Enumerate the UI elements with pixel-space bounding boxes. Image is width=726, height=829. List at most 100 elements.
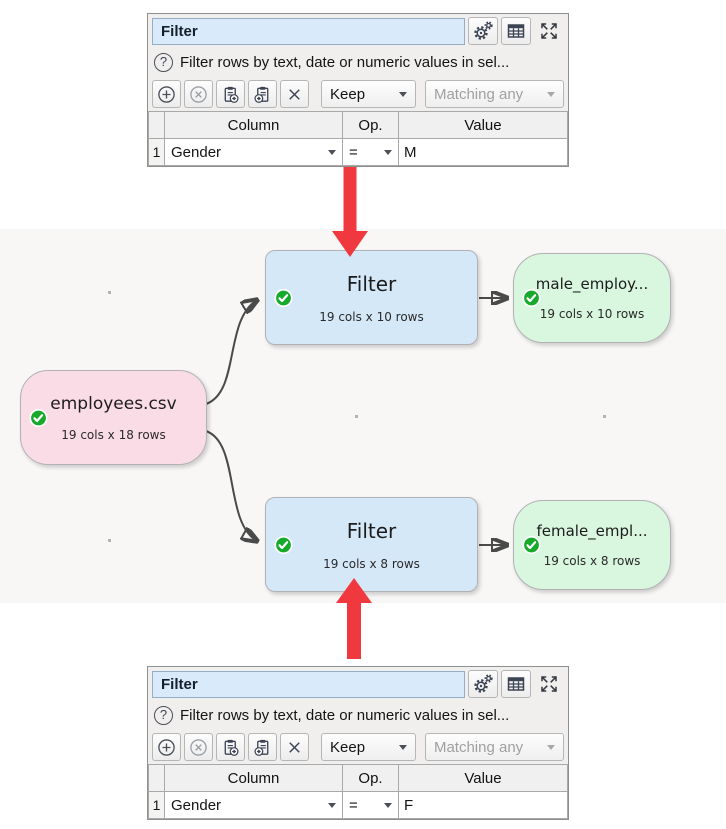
value-input[interactable]: F [399,792,568,819]
filter-panel-top: Filter [147,13,569,167]
matching-mode-select[interactable]: Matching any [424,80,564,108]
expand-arrows-icon [541,676,557,692]
row-number[interactable]: 1 [149,139,165,166]
node-output-female-employees[interactable]: female_empl... 19 cols x 8 rows [513,500,671,590]
caret-down-icon [547,91,555,97]
help-icon[interactable]: ? [154,53,173,72]
node-title: Filter [346,271,397,296]
caret-down-icon [384,149,392,155]
table-view-button[interactable] [501,670,531,698]
expand-button[interactable] [534,17,564,45]
keep-remove-value: Keep [330,85,366,103]
clipboard-copy-icon [224,739,239,756]
panel-titlebar: Filter [148,14,568,48]
clear-criteria-button[interactable] [280,733,309,761]
success-check-icon [522,288,541,308]
clear-criteria-button[interactable] [280,80,309,108]
op-header: Op. [343,765,399,792]
success-check-icon [274,288,293,307]
annotation-arrow-up-icon [336,578,372,659]
keep-remove-select[interactable]: Keep [321,80,416,108]
gears-icon [474,674,493,693]
paste-criteria-button[interactable] [248,733,277,761]
transform-description: Filter rows by text, date or numeric val… [180,707,510,724]
transform-name-field[interactable]: Filter [152,670,465,698]
op-select[interactable]: = [343,139,399,166]
matching-mode-select[interactable]: Matching any [424,733,564,761]
caret-down-icon [328,802,336,808]
success-check-icon [274,535,293,554]
grid-dot [108,291,111,294]
node-title: employees.csv [50,393,177,414]
row-number-header [149,765,165,792]
x-icon [289,88,300,100]
plus-circle-icon [158,738,175,756]
help-row: ? Filter rows by text, date or numeric v… [148,48,568,77]
node-dimensions: 19 cols x 18 rows [61,427,166,442]
node-dimensions: 19 cols x 8 rows [323,556,420,571]
annotation-arrow-down-icon [332,166,368,257]
node-employees-csv[interactable]: employees.csv 19 cols x 18 rows [20,370,207,465]
settings-button[interactable] [468,670,498,698]
value-header: Value [399,765,568,792]
node-dimensions: 19 cols x 10 rows [319,309,424,324]
value-header: Value [399,112,568,139]
node-dimensions: 19 cols x 10 rows [539,307,645,321]
node-output-male-employees[interactable]: male_employ... 19 cols x 10 rows [513,253,671,343]
op-select-value: = [349,796,358,814]
criteria-toolbar: Keep Matching any [148,730,568,764]
plus-circle-icon [158,85,175,103]
table-icon [507,24,525,38]
transform-description: Filter rows by text, date or numeric val… [180,54,510,71]
filter-panel-bottom: Filter [147,666,569,820]
criteria-table: Column Op. Value 1 Gender = M [148,111,568,166]
row-number-header [149,112,165,139]
op-header: Op. [343,112,399,139]
clipboard-paste-icon [254,739,269,756]
caret-down-icon [398,744,407,750]
node-filter-male[interactable]: Filter 19 cols x 10 rows [265,250,478,345]
criteria-toolbar: Keep Matching any [148,77,568,111]
copy-criteria-button[interactable] [216,733,245,761]
table-icon [507,677,525,691]
panel-titlebar: Filter [148,667,568,701]
settings-button[interactable] [468,17,498,45]
caret-down-icon [547,744,555,750]
success-check-icon [29,408,48,427]
add-criteria-button[interactable] [152,80,181,108]
caret-down-icon [398,91,407,97]
caret-down-icon [384,802,392,808]
expand-button[interactable] [534,670,564,698]
table-view-button[interactable] [501,17,531,45]
keep-remove-select[interactable]: Keep [321,733,416,761]
x-circle-icon [190,85,207,103]
column-select[interactable]: Gender [165,139,343,166]
matching-mode-value: Matching any [433,85,524,103]
column-select-value: Gender [171,143,222,161]
column-header: Column [165,765,343,792]
column-header: Column [165,112,343,139]
copy-criteria-button[interactable] [216,80,245,108]
node-filter-female[interactable]: Filter 19 cols x 8 rows [265,497,478,592]
remove-criteria-button[interactable] [184,80,213,108]
matching-mode-value: Matching any [433,738,524,756]
transform-name-field[interactable]: Filter [152,17,465,45]
keep-remove-value: Keep [330,738,366,756]
op-select-value: = [349,143,358,161]
gears-icon [474,21,493,40]
add-criteria-button[interactable] [152,733,181,761]
column-select-value: Gender [171,796,222,814]
remove-criteria-button[interactable] [184,733,213,761]
help-icon[interactable]: ? [154,706,173,725]
x-circle-icon [190,738,207,756]
grid-dot [108,539,111,542]
value-input[interactable]: M [399,139,568,166]
help-row: ? Filter rows by text, date or numeric v… [148,701,568,730]
success-check-icon [522,535,541,555]
criteria-table: Column Op. Value 1 Gender = F [148,764,568,819]
row-number[interactable]: 1 [149,792,165,819]
node-dimensions: 19 cols x 8 rows [543,554,641,568]
paste-criteria-button[interactable] [248,80,277,108]
column-select[interactable]: Gender [165,792,343,819]
op-select[interactable]: = [343,792,399,819]
